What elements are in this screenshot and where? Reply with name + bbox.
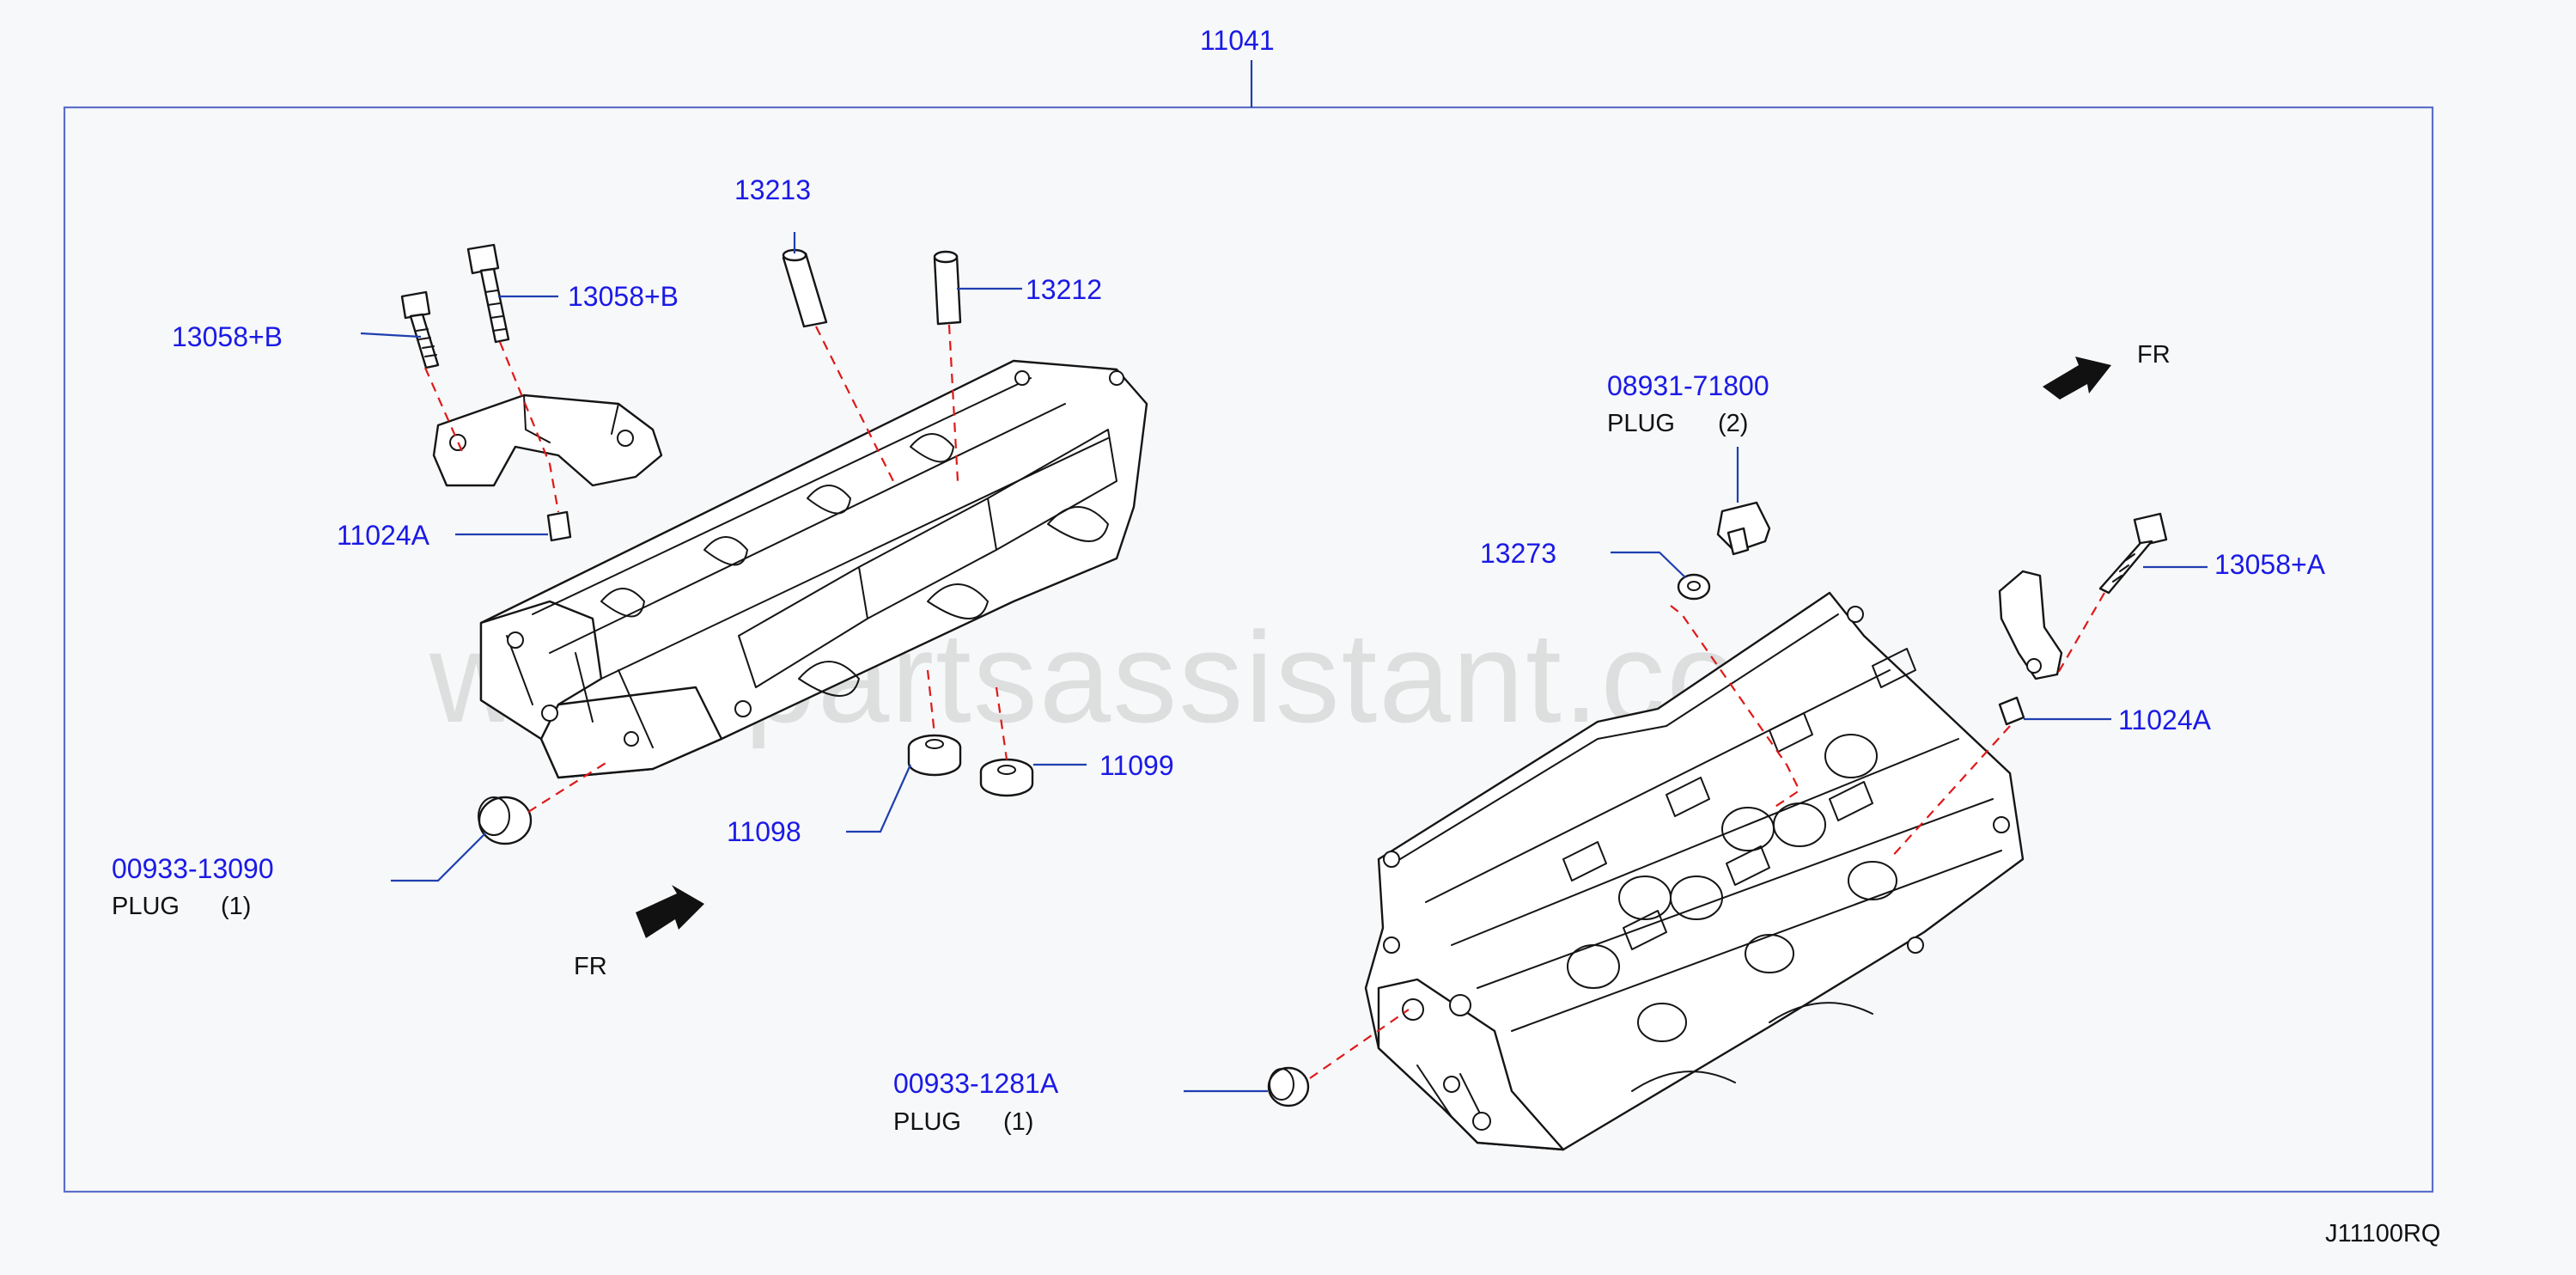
seal-11099[interactable]	[979, 758, 1034, 797]
label-11024a-right[interactable]: 11024A	[2118, 705, 2212, 735]
plug-00933-13090[interactable]	[478, 796, 533, 845]
drawing-code: J11100RQ	[2325, 1220, 2440, 1248]
plug-00933-1281a[interactable]	[1267, 1066, 1310, 1107]
right-cylinder-head	[1364, 591, 2025, 1151]
assembly-number-label[interactable]: 11041	[1200, 25, 1275, 56]
label-plug-desc-bottom: PLUG	[893, 1108, 961, 1136]
label-13213[interactable]: 13213	[734, 174, 811, 205]
label-08931-71800[interactable]: 08931-71800	[1607, 370, 1769, 401]
label-11099[interactable]: 11099	[1099, 750, 1174, 781]
guide-13212[interactable]	[933, 250, 962, 326]
right-bracket	[1998, 570, 2063, 680]
left-dowel-11024a[interactable]	[546, 510, 572, 542]
washer-13273[interactable]	[1677, 573, 1711, 601]
label-plug-qty-bottom: (1)	[1003, 1108, 1033, 1136]
label-13212[interactable]: 13212	[1026, 274, 1102, 305]
label-00933-1281a[interactable]: 00933-1281A	[893, 1068, 1059, 1099]
label-11024a-left[interactable]: 11024A	[337, 520, 430, 551]
label-fr-right: FR	[2137, 341, 2171, 369]
label-13058a[interactable]: 13058+A	[2214, 549, 2326, 580]
label-11098[interactable]: 11098	[727, 816, 801, 847]
right-bolt-13058a[interactable]	[2098, 512, 2168, 595]
label-plug-desc-left: PLUG	[112, 893, 180, 920]
label-plug-desc-top: PLUG	[1607, 410, 1675, 437]
seal-11098[interactable]	[907, 734, 962, 777]
label-00933-13090[interactable]: 00933-13090	[112, 853, 274, 884]
guide-13213[interactable]	[782, 248, 828, 328]
front-arrow-icon	[636, 885, 704, 938]
left-bolt-13058b-1[interactable]	[400, 290, 440, 369]
assembly-frame	[63, 106, 2434, 1193]
right-dowel-11024a[interactable]	[1998, 696, 2025, 726]
label-plug-qty-left: (1)	[221, 893, 251, 920]
front-arrow-icon	[2043, 357, 2111, 400]
plug-08931-71800[interactable]	[1716, 501, 1771, 556]
left-cylinder-head	[479, 359, 1148, 779]
left-bolt-13058b-2[interactable]	[466, 243, 510, 344]
label-13058b-left[interactable]: 13058+B	[172, 321, 283, 352]
label-plug-qty-top: (2)	[1718, 410, 1748, 437]
label-fr-left: FR	[574, 953, 607, 980]
label-13058b-right[interactable]: 13058+B	[568, 281, 679, 312]
label-13273[interactable]: 13273	[1480, 538, 1556, 569]
